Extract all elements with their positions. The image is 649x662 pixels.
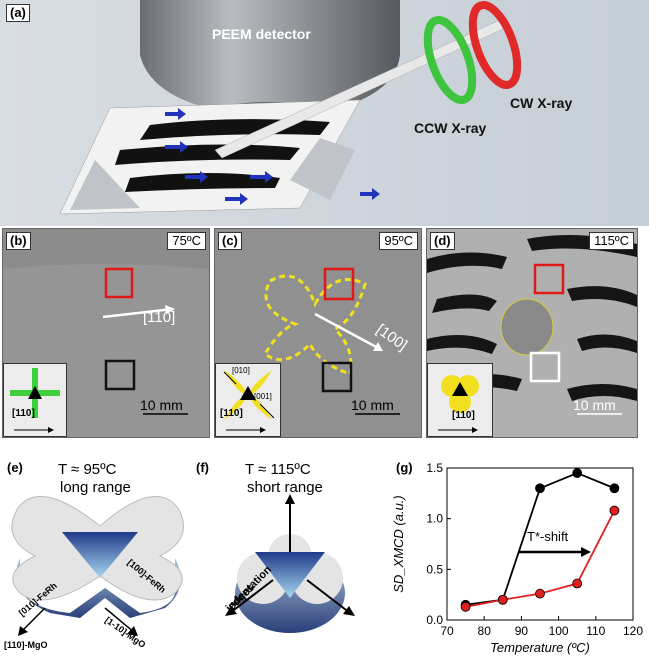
peem-detector-text: PEEM detector — [212, 26, 311, 42]
x-tick-label: 100 — [549, 624, 569, 638]
panel-c-image: (c) 95ºC [100] 10 mm [010] [001] [110] — [214, 228, 422, 438]
panel-c-inset: [010] [001] [110] — [215, 363, 281, 437]
y-tick-label: 0.5 — [426, 562, 443, 576]
x-axis-label: Temperature (ºC) — [490, 640, 590, 655]
panel-d-inset: [110] — [427, 363, 493, 437]
tshift-arrowhead — [581, 547, 591, 557]
data-point — [572, 468, 583, 478]
panel-f-label: (f) — [196, 460, 209, 475]
data-point — [572, 578, 583, 589]
panel-c-temp: 95ºC — [379, 232, 418, 250]
panel-b-direction: [110] — [143, 309, 176, 326]
black-roi-box — [104, 359, 136, 391]
tshift-annotation: T*-shift — [527, 529, 569, 544]
panel-c-inset-001: [001] — [254, 392, 272, 401]
x-tick-label: 110 — [586, 624, 605, 638]
panel-g-label: (g) — [396, 460, 413, 475]
panel-e-mgo110: [110]-MgO — [4, 640, 48, 650]
data-point — [609, 483, 620, 494]
y-tick-label: 1.5 — [426, 461, 443, 475]
panel-c-inset-010: [010] — [232, 366, 250, 375]
panel-a-illustration: PEEM detector CW X-ray CCW X-ray — [0, 0, 649, 226]
plot-frame — [446, 467, 634, 621]
indentation — [500, 298, 554, 356]
panel-a: PEEM detector CW X-ray CCW X-ray (a) — [0, 0, 649, 226]
panel-f-title2: short range — [247, 479, 323, 496]
panel-d-image: (d) 115ºC 10 mm [110] — [426, 228, 638, 438]
panel-e-mgo1-10: [1-10]-MgO — [103, 615, 147, 650]
panel-c-inset-dir: [110] — [220, 408, 243, 419]
panel-b-label: (b) — [6, 232, 31, 250]
panel-b-scale: 10 mm — [140, 397, 183, 413]
panel-e-title2: long range — [60, 479, 131, 496]
cw-xray-ring — [468, 1, 522, 89]
panel-b-image: (b) 75ºC [110] 10 mm [110] — [2, 228, 210, 438]
panel-e: [010]-FeRh [100]-FeRh [110]-MgO [1-10]-M… — [0, 448, 200, 657]
ccw-xray-ring — [423, 16, 477, 104]
panel-f-title1: T ≈ 115ºC — [245, 461, 311, 478]
panel-c-scale: 10 mm — [351, 397, 394, 413]
data-point — [535, 588, 545, 599]
data-point — [535, 483, 545, 494]
data-point — [460, 601, 471, 612]
panel-e-title1: T ≈ 95ºC — [58, 461, 117, 478]
x-tick-label: 80 — [478, 624, 492, 638]
panel-f: indentation edges T ≈ 115ºC short range … — [195, 448, 385, 657]
cw-xray-text: CW X-ray — [510, 95, 572, 111]
y-tick-label: 0.0 — [426, 613, 443, 627]
x-tick-label: 90 — [515, 624, 529, 638]
panel-d-inset-dir: [110] — [452, 410, 475, 421]
data-point — [497, 594, 508, 605]
panel-d-label: (d) — [430, 232, 455, 250]
y-axis-label: SD_XMCD (a.u.) — [391, 495, 406, 593]
direction-arrow — [102, 307, 174, 319]
red-roi-box — [323, 267, 355, 301]
x-tick-label: 120 — [623, 624, 643, 638]
panel-a-label: (a) — [6, 4, 30, 22]
panel-c-label: (c) — [218, 232, 242, 250]
panel-b-temp: 75ºC — [167, 232, 206, 250]
panel-b-inset-dir: [110] — [12, 408, 35, 419]
panel-b-inset: [110] — [3, 363, 67, 437]
data-point — [609, 505, 620, 516]
black-roi-box — [321, 361, 353, 393]
panel-e-label: (e) — [7, 460, 23, 475]
indentation-triangle — [62, 532, 138, 578]
red-roi-box — [533, 263, 565, 295]
peem-detector-body — [140, 0, 400, 110]
black-roi-box — [529, 351, 561, 383]
panel-d-scale: 10 mm — [573, 397, 616, 413]
panel-d-temp: 115ºC — [589, 232, 634, 250]
direction-arrow — [314, 312, 381, 351]
red-roi-box — [104, 267, 134, 299]
ccw-xray-text: CCW X-ray — [414, 120, 487, 136]
x-tick-label: 70 — [440, 624, 454, 638]
y-tick-label: 1.0 — [426, 512, 443, 526]
indentation-triangle — [255, 552, 325, 598]
